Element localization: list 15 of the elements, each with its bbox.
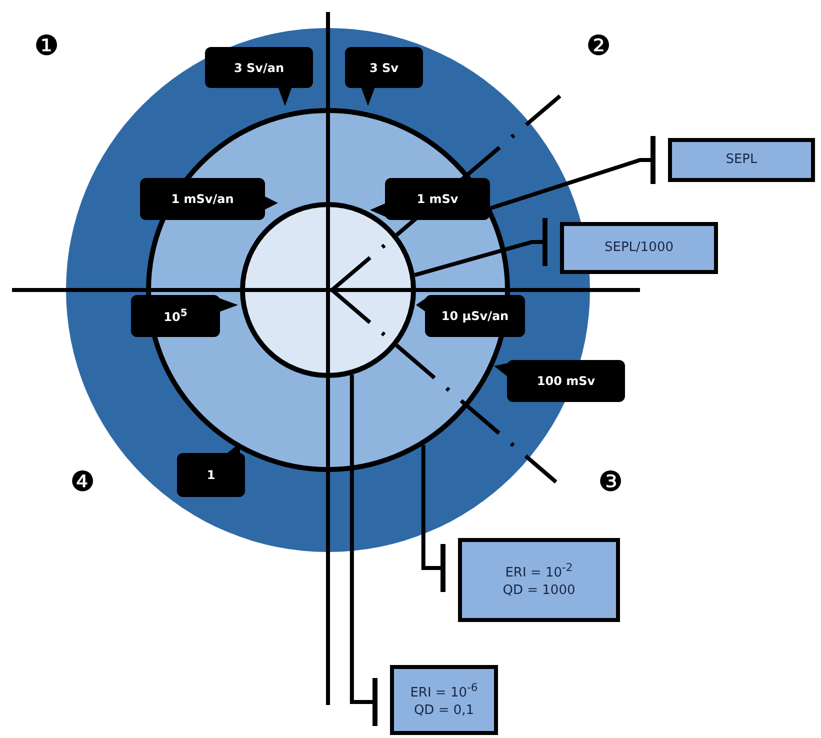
box-text: QD = 0,1 [414,702,474,720]
value-box [560,222,718,274]
value-box [458,538,620,622]
box-text: ERI = 10$^{-6}$ [410,680,478,702]
value-box [390,665,498,735]
value-box [668,138,815,182]
callout-number: ❷ [586,32,612,60]
callout-number: ❸ [598,468,624,496]
callout-number: ❹ [70,468,96,496]
callout-number: ❶ [34,32,60,60]
inner-disc [240,202,416,378]
box-text: QD = 1000 [502,582,576,600]
box-text: SEPL/1000 [604,238,674,257]
box-text: ERI = 10$^{-2}$ [505,560,573,582]
box-text: SEPL [726,150,758,169]
